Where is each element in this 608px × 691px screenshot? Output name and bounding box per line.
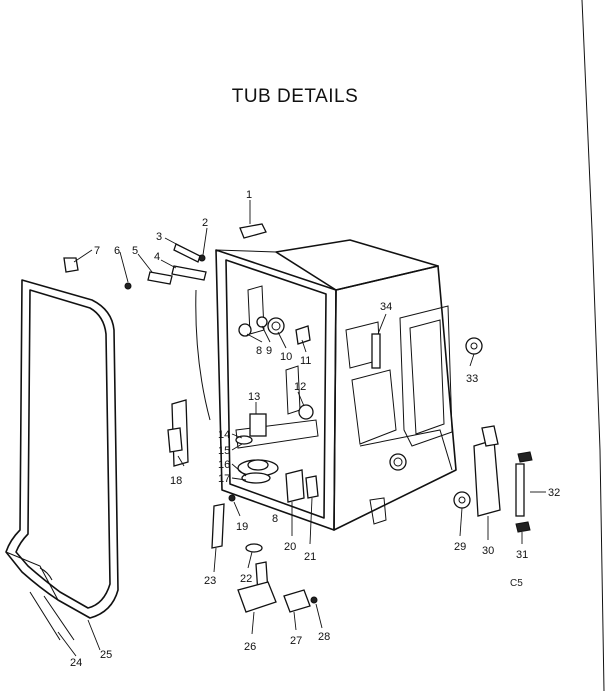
label-18: 18 bbox=[170, 475, 182, 487]
callout-labels: 1 2 3 4 5 6 7 8 9 10 11 12 13 14 15 16 1… bbox=[70, 189, 560, 669]
label-19: 19 bbox=[236, 521, 248, 533]
label-14: 14 bbox=[218, 429, 230, 441]
tub-body bbox=[195, 239, 457, 531]
label-25: 25 bbox=[100, 649, 112, 661]
label-16: 16 bbox=[218, 459, 230, 471]
door-gasket bbox=[5, 279, 119, 641]
parts bbox=[63, 223, 533, 613]
label-24: 24 bbox=[70, 657, 82, 669]
label-10: 10 bbox=[280, 351, 292, 363]
label-12: 12 bbox=[294, 381, 306, 393]
label-30: 30 bbox=[482, 545, 494, 557]
label-34: 34 bbox=[380, 301, 392, 313]
label-23: 23 bbox=[204, 575, 216, 587]
label-31: 31 bbox=[516, 549, 528, 561]
label-6: 6 bbox=[114, 245, 120, 257]
label-5: 5 bbox=[132, 245, 138, 257]
label-15: 15 bbox=[218, 445, 230, 457]
label-28: 28 bbox=[318, 631, 330, 643]
page-edge-line bbox=[581, 0, 605, 691]
label-7: 7 bbox=[94, 245, 100, 257]
label-8-bottom: 8 bbox=[272, 513, 278, 525]
label-21: 21 bbox=[304, 551, 316, 563]
label-1: 1 bbox=[246, 189, 252, 201]
label-4: 4 bbox=[154, 251, 160, 263]
label-22: 22 bbox=[240, 573, 252, 585]
figure-code: C5 bbox=[510, 578, 523, 589]
label-32: 32 bbox=[548, 487, 560, 499]
label-33: 33 bbox=[466, 373, 478, 385]
label-11: 11 bbox=[300, 355, 311, 367]
label-17: 17 bbox=[218, 473, 230, 485]
label-8: 8 bbox=[256, 345, 262, 357]
label-29: 29 bbox=[454, 541, 466, 553]
leader-lines bbox=[57, 200, 546, 657]
label-2: 2 bbox=[202, 217, 208, 229]
diagram-title: TUB DETAILS bbox=[231, 86, 359, 107]
label-26: 26 bbox=[244, 641, 256, 653]
label-27: 27 bbox=[290, 635, 302, 647]
label-13: 13 bbox=[248, 391, 260, 403]
label-3: 3 bbox=[156, 231, 162, 243]
label-9: 9 bbox=[266, 345, 272, 357]
label-20: 20 bbox=[284, 541, 296, 553]
